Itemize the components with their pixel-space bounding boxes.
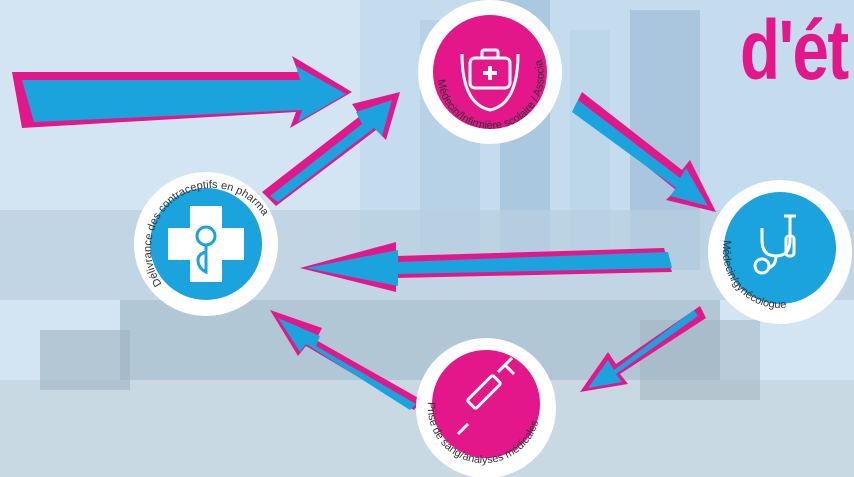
arrow-blood-to-pharmacy	[270, 310, 422, 410]
arrow-school-to-gyneco	[572, 92, 716, 212]
node-gyneco[interactable]: Médecin/gynécologue	[708, 180, 852, 324]
arrow-entry	[12, 56, 352, 128]
medical-bag-stethoscope-icon	[460, 48, 520, 112]
arrow-pharmacy-to-school	[262, 92, 400, 206]
stethoscope-icon	[753, 214, 796, 275]
arrow-gyneco-to-blood	[580, 306, 706, 392]
arrow-gyneco-to-pharmacy	[300, 242, 672, 292]
syringe-icon	[456, 356, 516, 436]
node-blood[interactable]: Prise de sang/analyses médicales	[416, 338, 556, 477]
page-title: d'ét	[740, 3, 849, 97]
node-pharmacy[interactable]: Délivrance des contraceptifs en pharmaci…	[0, 0, 278, 316]
pharmacy-cross-icon	[168, 206, 244, 282]
